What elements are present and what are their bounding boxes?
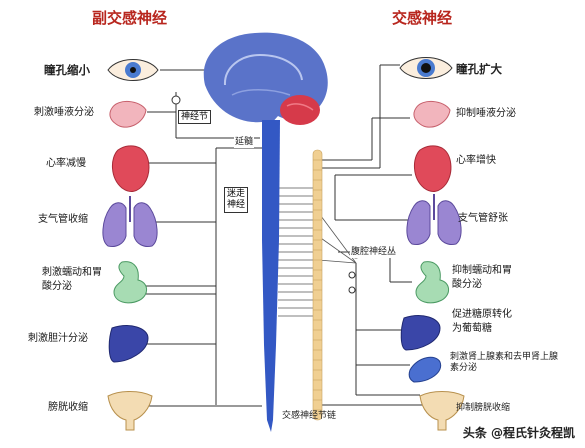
connector-lines bbox=[145, 64, 426, 407]
cerebellum-fold bbox=[286, 103, 314, 111]
label-vagus-nerve: 迷走神经 bbox=[224, 187, 248, 213]
parasympathetic-title: 副交感神经 bbox=[92, 9, 168, 27]
ganglion-icon bbox=[171, 95, 181, 105]
left-heart-icon bbox=[112, 145, 150, 192]
label-heart-slow: 心率减慢 bbox=[46, 158, 86, 169]
right-bladder-icon bbox=[419, 391, 465, 431]
sympathetic-chain-icon bbox=[312, 149, 323, 421]
label-sympathetic-chain: 交感神经节链 bbox=[282, 411, 337, 421]
watermark: 头条 @程氏针灸程凯 bbox=[458, 423, 579, 442]
label-pupil-dilate: 瞳孔扩大 bbox=[456, 62, 502, 76]
label-bronchi-constrict: 支气管收缩 bbox=[38, 214, 88, 225]
label-inhibit-saliva: 抑制唾液分泌 bbox=[456, 108, 516, 119]
left-eye-icon bbox=[107, 59, 159, 81]
right-lungs-icon bbox=[406, 194, 462, 245]
label-medulla: 延髓 bbox=[234, 136, 255, 148]
label-stimulate-bile: 刺激胆汁分泌 bbox=[28, 333, 88, 344]
right-salivary-gland-icon bbox=[413, 101, 451, 128]
adrenal-kidney-icon bbox=[408, 356, 442, 383]
right-heart-icon bbox=[414, 145, 452, 192]
label-ganglion: 神经节 bbox=[178, 110, 212, 124]
label-inhibit-digestion: 抑制蠕动和胃酸分泌 bbox=[452, 265, 512, 290]
label-pupil-constrict: 瞳孔缩小 bbox=[44, 63, 90, 77]
ganglion-icon bbox=[348, 271, 356, 279]
sympathetic-title: 交感神经 bbox=[392, 9, 453, 27]
right-liver-icon bbox=[400, 315, 441, 351]
label-stimulate-saliva: 刺激唾液分泌 bbox=[34, 107, 94, 118]
left-lungs-icon bbox=[102, 196, 158, 247]
label-bronchi-dilate: 支气管舒张 bbox=[458, 213, 508, 224]
label-glycogen-to-glucose: 促进糖原转化为葡萄糖 bbox=[452, 309, 512, 334]
left-bladder-icon bbox=[107, 391, 153, 431]
ganglion-icon bbox=[348, 286, 356, 294]
right-eye-icon bbox=[399, 57, 453, 79]
spinal-nerve-rungs bbox=[278, 187, 357, 317]
cerebellum-icon bbox=[280, 95, 320, 125]
brain-fold bbox=[223, 53, 303, 86]
right-stomach-icon bbox=[415, 261, 449, 304]
label-celiac-plexus: 腹腔神经丛 bbox=[350, 246, 398, 258]
spinal-cord-icon bbox=[262, 120, 280, 432]
left-liver-icon bbox=[108, 325, 149, 363]
brain-fold bbox=[231, 89, 291, 96]
label-inhibit-bladder: 抑制膀胱收缩 bbox=[456, 403, 511, 413]
label-stimulate-digestion: 刺激蠕动和胃酸分泌 bbox=[42, 267, 102, 292]
label-heart-fast: 心率增快 bbox=[456, 155, 496, 166]
left-salivary-gland-icon bbox=[109, 101, 147, 128]
label-adrenal-secretion: 刺激肾上腺素和去甲肾上腺素分泌 bbox=[450, 352, 559, 373]
label-bladder-contract: 膀胱收缩 bbox=[48, 402, 88, 413]
left-stomach-icon bbox=[113, 261, 147, 304]
